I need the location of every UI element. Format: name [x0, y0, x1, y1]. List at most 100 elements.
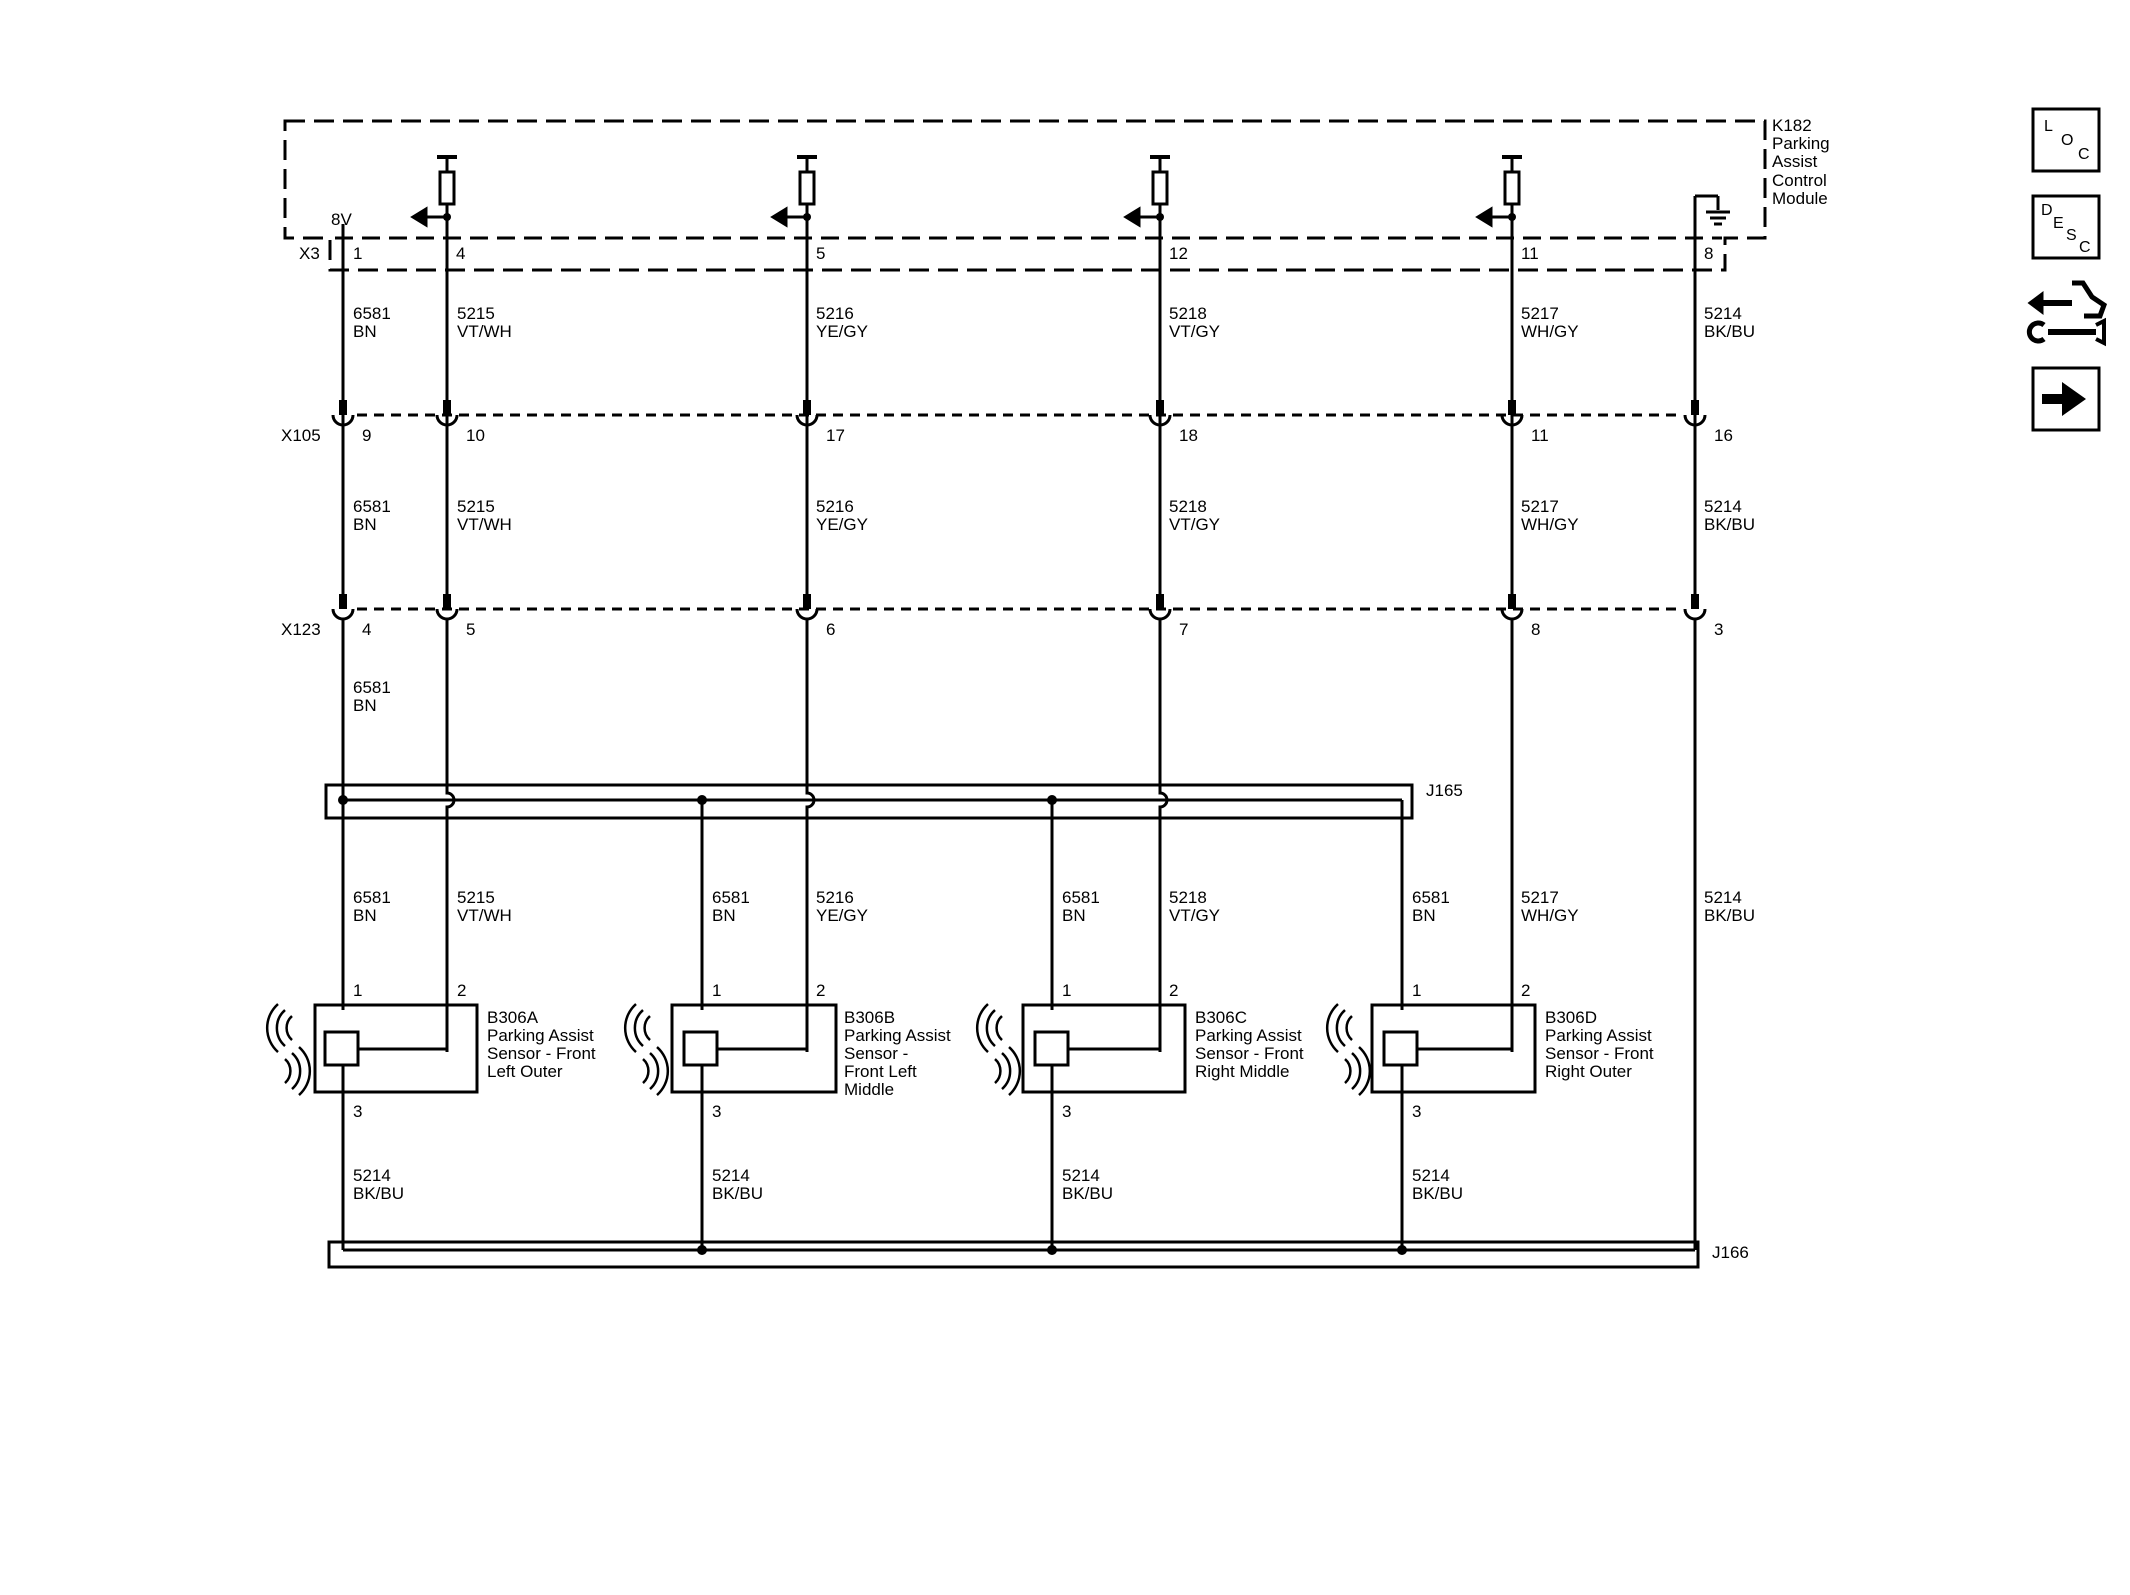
loc-icon-letter: C	[2078, 146, 2090, 163]
pin-label: 1	[1412, 981, 1421, 1000]
wire-color-label: YE/GY	[816, 322, 868, 341]
sensor-label-line: Sensor -	[844, 1044, 908, 1063]
loc-icon-letter: O	[2061, 132, 2073, 149]
loc-icon[interactable]	[2031, 107, 2101, 173]
sensor-b306a	[313, 1003, 479, 1250]
sensor-label-line: Right Outer	[1545, 1062, 1632, 1081]
wire-circuit-label: 5214	[1704, 497, 1742, 516]
wire-circuit-label: 5215	[457, 888, 495, 907]
wire-color-label: BK/BU	[353, 1184, 404, 1203]
pin-label: 3	[353, 1102, 362, 1121]
wire-color-label: VT/WH	[457, 906, 512, 925]
pin-label: 1	[353, 244, 362, 263]
sensor-label-line: Parking Assist	[844, 1026, 951, 1045]
module-label-line: Parking	[1772, 134, 1830, 153]
connector-label-x123: X123	[281, 620, 321, 639]
wire-circuit-label: 5214	[1704, 304, 1742, 323]
desc-icon-letter: C	[2079, 239, 2091, 256]
pin-label: 11	[1521, 244, 1539, 263]
sensor-label-line: B306B	[844, 1008, 895, 1027]
sensor-label-line: B306A	[487, 1008, 539, 1027]
sensor-label-line: Front Left	[844, 1062, 917, 1081]
pin-label: 2	[1521, 981, 1530, 1000]
pin-label: 16	[1714, 426, 1733, 445]
splice-pack-j165	[324, 618, 1414, 1010]
wire-circuit-label: 5214	[353, 1166, 391, 1185]
sensor-label-line: Parking Assist	[1195, 1026, 1302, 1045]
sensor-label-line: Sensor - Front	[1195, 1044, 1304, 1063]
sensor-label-line: Sensor - Front	[1545, 1044, 1654, 1063]
sensor-b306d	[1370, 1003, 1537, 1250]
pin-label: 8	[1704, 244, 1713, 263]
wire-color-label: BN	[1412, 906, 1436, 925]
pin-label: 3	[712, 1102, 721, 1121]
pin-label: 3	[1062, 1102, 1071, 1121]
pin-label: 2	[457, 981, 466, 1000]
wire-circuit-label: 5218	[1169, 304, 1207, 323]
wire-color-label: VT/GY	[1169, 322, 1220, 341]
pullup-resistor-4	[1475, 155, 1521, 250]
splice-label-j166: J166	[1712, 1243, 1749, 1262]
sensor-label-line: Right Middle	[1195, 1062, 1290, 1081]
wire-circuit-label: 5218	[1169, 497, 1207, 516]
wire-color-label: VT/GY	[1169, 515, 1220, 534]
pin-label: 1	[1062, 981, 1071, 1000]
wire-circuit-label: 6581	[353, 678, 391, 697]
pullup-resistor-3	[1123, 155, 1169, 250]
next-arrow-icon[interactable]	[2031, 366, 2101, 432]
connector-label-x105: X105	[281, 426, 321, 445]
pin-label: 2	[816, 981, 825, 1000]
pin-label: 1	[353, 981, 362, 1000]
ultrasonic-wave-icons	[265, 1003, 1372, 1096]
pin-label: 18	[1179, 426, 1198, 445]
wire-circuit-label: 6581	[353, 304, 391, 323]
wire-circuit-label: 5214	[1062, 1166, 1100, 1185]
pin-label: 3	[1412, 1102, 1421, 1121]
desc-icon-letter: D	[2041, 202, 2053, 219]
desc-icon[interactable]	[2031, 194, 2101, 260]
pullup-resistor-1	[410, 155, 456, 250]
wire-circuit-label: 6581	[353, 888, 391, 907]
pin-label: 2	[1169, 981, 1178, 1000]
wire-color-label: BN	[353, 515, 377, 534]
wire-circuit-label: 5215	[457, 497, 495, 516]
wire-color-label: BN	[712, 906, 736, 925]
pin-label: 11	[1531, 426, 1549, 445]
pin-label: 4	[456, 244, 465, 263]
module-boundary	[283, 119, 1767, 272]
sensor-label-line: B306C	[1195, 1008, 1247, 1027]
wire-circuit-label: 6581	[1412, 888, 1450, 907]
wire-color-label: YE/GY	[816, 906, 868, 925]
pin-label: 10	[466, 426, 485, 445]
sensor-label-line: Parking Assist	[487, 1026, 594, 1045]
splice-label-j165: J165	[1426, 781, 1463, 800]
wire-color-label: BK/BU	[1704, 515, 1755, 534]
wire-circuit-label: 5217	[1521, 497, 1559, 516]
module-label-line: Assist	[1772, 152, 1818, 171]
wire-color-label: VT/GY	[1169, 906, 1220, 925]
wire-color-label: BN	[353, 906, 377, 925]
pin-label: 17	[826, 426, 845, 445]
wire-color-label: BN	[353, 696, 377, 715]
wire-circuit-label: 5216	[816, 304, 854, 323]
wire-circuit-label: 5217	[1521, 888, 1559, 907]
harness-wires-upper	[341, 250, 1697, 600]
pin-label: 7	[1179, 620, 1188, 639]
wire-color-label: YE/GY	[816, 515, 868, 534]
pin-label: 5	[466, 620, 475, 639]
signal-wires	[445, 618, 1697, 1250]
sensor-b306c	[1021, 1003, 1187, 1250]
wire-circuit-label: 6581	[353, 497, 391, 516]
wire-color-label: BK/BU	[1412, 1184, 1463, 1203]
pullup-resistor-2	[770, 155, 816, 250]
wire-color-label: BK/BU	[1704, 322, 1755, 341]
pin-label: 9	[362, 426, 371, 445]
sensor-label-line: Left Outer	[487, 1062, 563, 1081]
wire-circuit-label: 5215	[457, 304, 495, 323]
sensor-label-line: Parking Assist	[1545, 1026, 1652, 1045]
wire-circuit-label: 5218	[1169, 888, 1207, 907]
connector-repair-icon[interactable]	[2026, 280, 2108, 347]
desc-icon-letter: S	[2066, 227, 2077, 244]
